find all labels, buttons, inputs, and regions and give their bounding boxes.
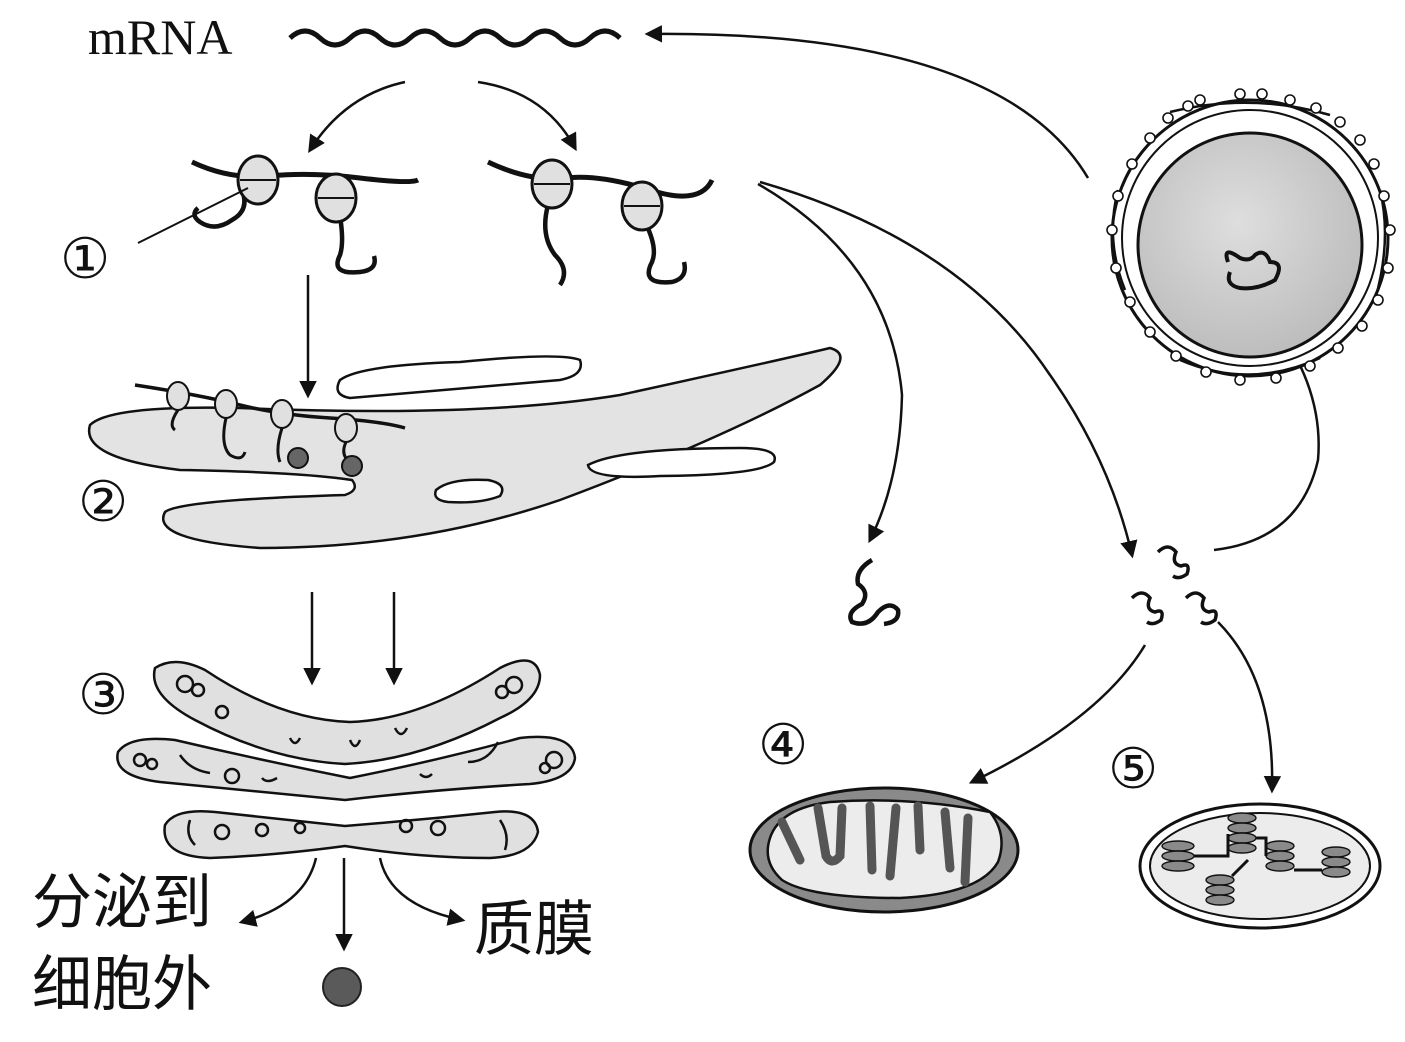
label-number-3: ③ <box>78 663 129 728</box>
arrow-to-chloroplast <box>1217 621 1282 794</box>
arrow-to-organelle-proteins <box>759 180 1138 559</box>
label-number-1: ① <box>60 227 111 292</box>
endoplasmic-reticulum <box>87 346 842 550</box>
mrna-strand <box>288 28 622 48</box>
secretion-label-line1: 分泌到 <box>32 868 212 938</box>
arrow-to-mitochondrion <box>968 644 1147 784</box>
label-number-5: ⑤ <box>1108 737 1159 802</box>
nucleus <box>1106 88 1396 386</box>
label-number-2: ② <box>78 470 129 535</box>
mitochondrion <box>748 786 1020 914</box>
label-number-4: ④ <box>758 713 809 778</box>
vesicle-dot <box>322 967 362 1007</box>
protein-cluster <box>1130 545 1218 626</box>
plasma-membrane-label: 质膜 <box>474 895 594 965</box>
pointer-line-1 <box>137 187 249 244</box>
golgi-apparatus <box>116 659 577 860</box>
polysome-free <box>486 158 715 287</box>
secretion-label-line2: 细胞外 <box>32 950 212 1020</box>
arrow-mrna-to-free-ribosomes <box>477 80 577 152</box>
polysome-bound <box>137 154 420 275</box>
cytosol-protein <box>848 558 901 627</box>
chromatin <box>1224 250 1281 291</box>
arrow-nucleus-to-mrna <box>644 25 1090 179</box>
arrow-to-secretion <box>238 857 318 927</box>
arrow-to-membrane <box>378 857 466 926</box>
mrna-label: mRNA <box>88 9 233 65</box>
chloroplast <box>1138 802 1382 930</box>
arrow-mrna-to-bound-ribosomes <box>308 80 406 153</box>
arrow-to-cytosol-protein <box>757 182 904 544</box>
